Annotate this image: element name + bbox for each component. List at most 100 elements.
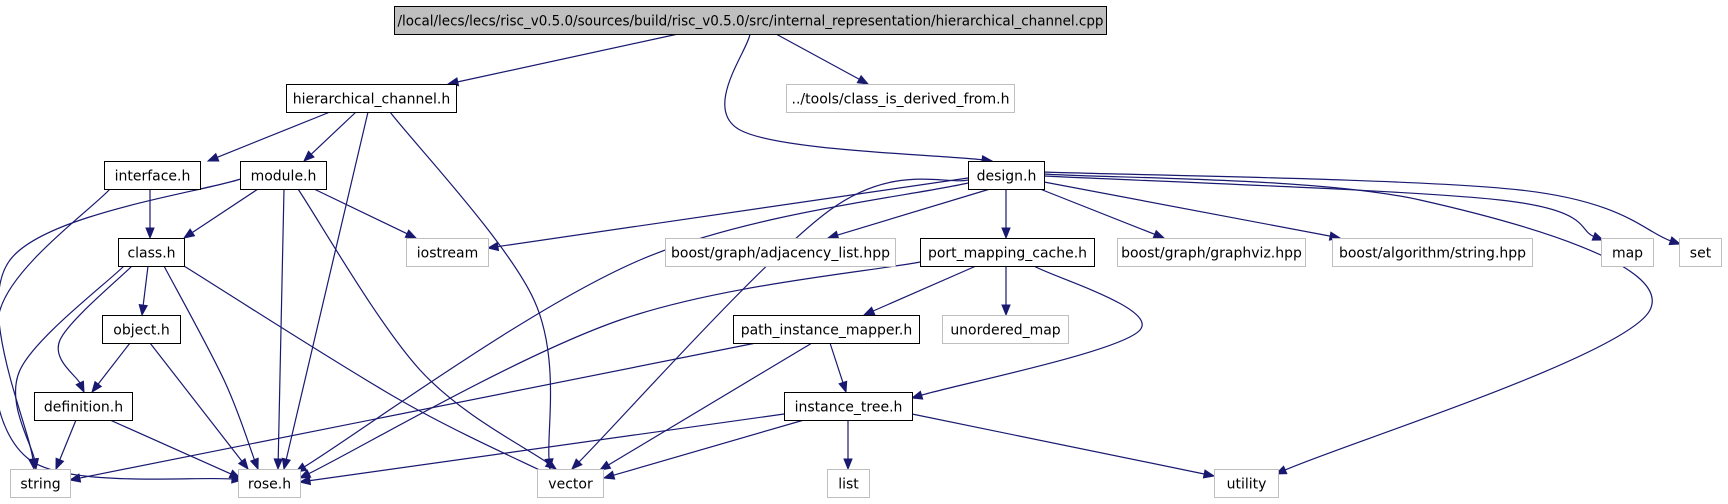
edge-arrowhead [838,380,848,394]
node-label: definition.h [44,400,123,416]
node-label: boost/graph/adjacency_list.hpp [671,246,890,262]
edge-path_instance_mapper_h-to-instance_tree_h [829,342,848,394]
edge-class_h-to-string [15,265,125,471]
node-box [920,238,1095,267]
edge-arrowhead [249,457,259,471]
edge-line [921,265,1143,396]
edge-arrowhead [206,152,220,162]
edge-line [497,177,969,248]
node-box [118,238,185,267]
edge-line [911,413,1205,475]
node-utility: utility [1214,469,1279,498]
edge-arrowhead [544,459,558,470]
edge-arrowhead [55,457,65,471]
edge-line [163,265,255,460]
node-box [827,469,870,498]
edge-design_h-to-map [1043,175,1605,241]
node-box [34,392,133,421]
node-label: module.h [251,169,317,185]
edge-path_instance_mapper_h-to-string [68,342,757,483]
edge-arrowhead [1668,236,1682,246]
edge-path_instance_mapper_h-to-vector [598,342,813,471]
edge-arrowhead [298,475,312,486]
edge-design_h-to-string_hpp [1043,181,1342,241]
edge-line [872,265,977,312]
edge-line [149,342,243,462]
edge-line [613,419,805,476]
node-design-h[interactable]: design.h [968,161,1045,190]
node-list: list [827,469,870,498]
node-label: rose.h [248,477,291,493]
edge-arrowhead [1152,229,1166,239]
node-path-instance-mapper-h[interactable]: path_instance_mapper.h [733,315,920,344]
edge-design_h-to-utility [1043,173,1653,475]
edge-arrowhead [68,473,82,483]
edge-arrowhead [273,458,283,471]
edge-arrowhead [91,380,103,394]
node-label: boost/graph/graphviz.hpp [1121,246,1302,262]
node-box [394,6,1107,35]
node-module-h[interactable]: module.h [240,161,327,190]
edge-design_h-to-iostream [486,177,969,252]
edge-class_h-to-definition_h [57,265,133,394]
node-definition-h[interactable]: definition.h [34,392,133,421]
edge-arrowhead [237,457,249,471]
node-class-h[interactable]: class.h [118,238,185,267]
edge-arrowhead [298,469,312,479]
edge-module_h-to-class_h [182,188,259,239]
edge-line [57,265,133,384]
edge-line [142,265,149,306]
nodes-layer: /local/lecs/lecs/risc_v0.5.0/sources/bui… [10,6,1722,498]
edge-arrowhead [602,470,616,480]
node-interface-h[interactable]: interface.h [104,161,201,190]
node-box [537,469,604,498]
node-label: unordered_map [950,323,1060,339]
edge-port_mapping_cache_h-to-unordered_map [1001,266,1011,317]
edge-instance_tree_h-to-vector [602,419,805,480]
node-box [406,238,489,267]
node-label: iostream [417,246,479,262]
node-object-h[interactable]: object.h [102,315,181,344]
edge-arrowhead [856,74,870,85]
edge-arrowhead [598,460,612,471]
edge-module_h-to-vector [297,188,558,470]
edge-line [309,413,785,482]
edge-arrowhead [862,306,876,316]
edge-object_h-to-rose_h [149,342,249,471]
node-box [10,469,71,498]
node-string-hpp: boost/algorithm/string.hpp [1332,238,1533,267]
edge-arrowhead [138,304,148,317]
node-label: instance_tree.h [795,400,903,416]
node-instance-tree-h[interactable]: instance_tree.h [784,392,913,421]
edge-line [97,342,131,385]
edge-module_h-to-iostream [313,188,418,239]
node-label: class.h [127,246,175,262]
edge-line [79,342,757,479]
node-box [1214,469,1279,498]
edge-line [313,188,408,235]
node-hierarchical-channel-h[interactable]: hierarchical_channel.h [286,84,457,113]
edge-design_h-to-graphviz_hpp [1039,188,1166,239]
node-map: map [1601,238,1654,267]
edge-root-to-class_is_derived_from_h [775,33,870,85]
node-label: boost/algorithm/string.hpp [1339,246,1526,262]
edges-layer [0,33,1682,486]
edge-line [217,111,331,158]
node-set: set [1679,238,1722,267]
edge-line [608,342,813,466]
edge-design_h-to-vector [571,178,969,470]
node-box [1679,238,1722,267]
edge-arrowhead [29,457,40,471]
edge-object_h-to-definition_h [91,342,131,394]
node-root[interactable]: /local/lecs/lecs/risc_v0.5.0/sources/bui… [394,6,1107,35]
node-box [286,84,457,113]
node-vector: vector [537,469,604,498]
node-port-mapping-cache-h[interactable]: port_mapping_cache.h [920,238,1095,267]
edge-hierarchical_channel_h-to-interface_h [206,111,331,162]
edge-hierarchical_channel_h-to-module_h [303,111,357,162]
edge-line [1043,175,1594,237]
edge-line [1043,171,1671,242]
node-label: object.h [113,323,169,339]
node-label: interface.h [115,169,191,185]
